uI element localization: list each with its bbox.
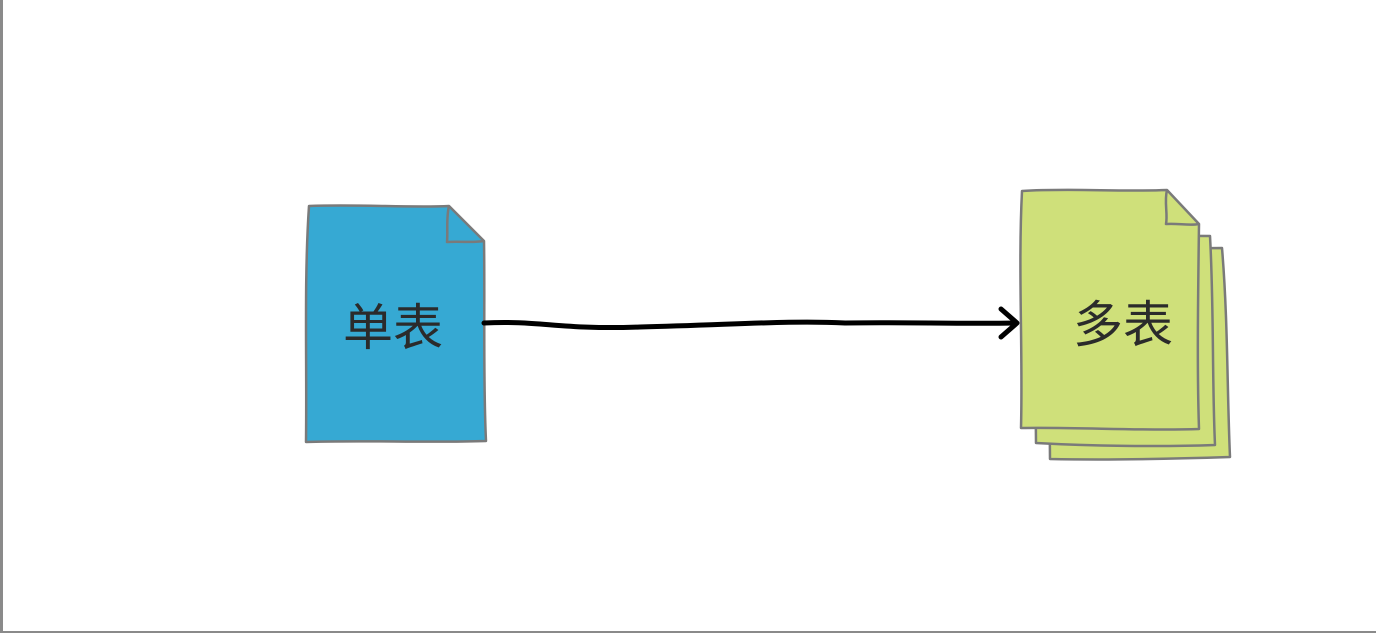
arrow-shaft — [481, 319, 1018, 331]
single-table-document: 单表 — [304, 204, 488, 444]
single-table-folded-corner — [445, 205, 485, 244]
multi-table-folded-corner — [1164, 189, 1200, 226]
multi-table-page-icon — [1019, 188, 1201, 431]
single-table-page-icon — [304, 204, 488, 444]
transform-arrow — [481, 306, 1020, 340]
arrow-head — [998, 306, 1020, 340]
multi-table-label: 多表 — [1073, 296, 1173, 354]
multi-table-documents: 多表 — [1019, 188, 1232, 461]
single-table-label: 单表 — [343, 299, 443, 357]
